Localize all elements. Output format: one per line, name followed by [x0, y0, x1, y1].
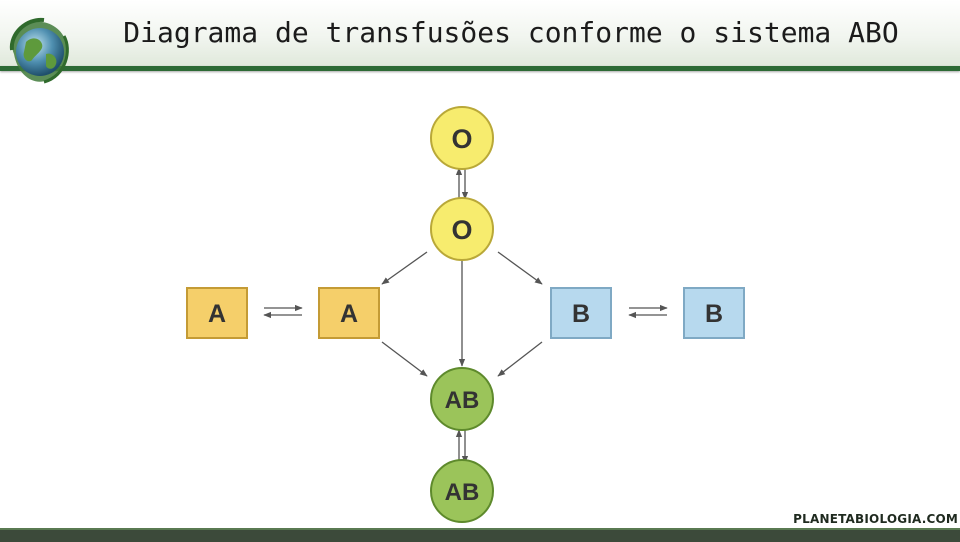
- node-o-mid: O: [430, 197, 494, 261]
- node-a-left: A: [186, 287, 248, 339]
- slide-title: Diagrama de transfusões conforme o siste…: [123, 16, 899, 49]
- node-b-right-label: B: [705, 300, 723, 328]
- brand-watermark: PLANETABIOLOGIA.COM: [793, 512, 958, 526]
- diagram-arrows: [263, 167, 668, 464]
- node-o-top-label: O: [451, 124, 472, 154]
- abo-transfusion-diagram: O O A A B B AB AB: [182, 74, 772, 526]
- arrow-o-mid-to-a-right: [381, 251, 428, 285]
- node-ab-mid-label: AB: [445, 387, 480, 414]
- node-b-left: B: [550, 287, 612, 339]
- node-o-mid-label: O: [451, 215, 472, 245]
- node-a-left-label: A: [208, 300, 226, 328]
- diagram-canvas: O O A A B B AB AB: [186, 106, 745, 523]
- node-ab-bottom: AB: [430, 459, 494, 523]
- node-a-right: A: [318, 287, 380, 339]
- node-ab-mid: AB: [430, 367, 494, 431]
- footer-divider: [0, 528, 960, 542]
- node-ab-bottom-label: AB: [445, 479, 480, 506]
- arrow-o-mid-to-b-left: [497, 251, 543, 285]
- arrow-b-left-to-ab-mid: [497, 341, 543, 377]
- globe-logo-icon: [9, 17, 69, 84]
- arrow-a-right-to-ab-mid: [381, 341, 428, 377]
- node-o-top: O: [430, 106, 494, 170]
- node-b-left-label: B: [572, 300, 590, 328]
- node-b-right: B: [683, 287, 745, 339]
- node-a-right-label: A: [340, 300, 358, 328]
- slide-header: [0, 0, 960, 68]
- header-divider: [0, 66, 960, 71]
